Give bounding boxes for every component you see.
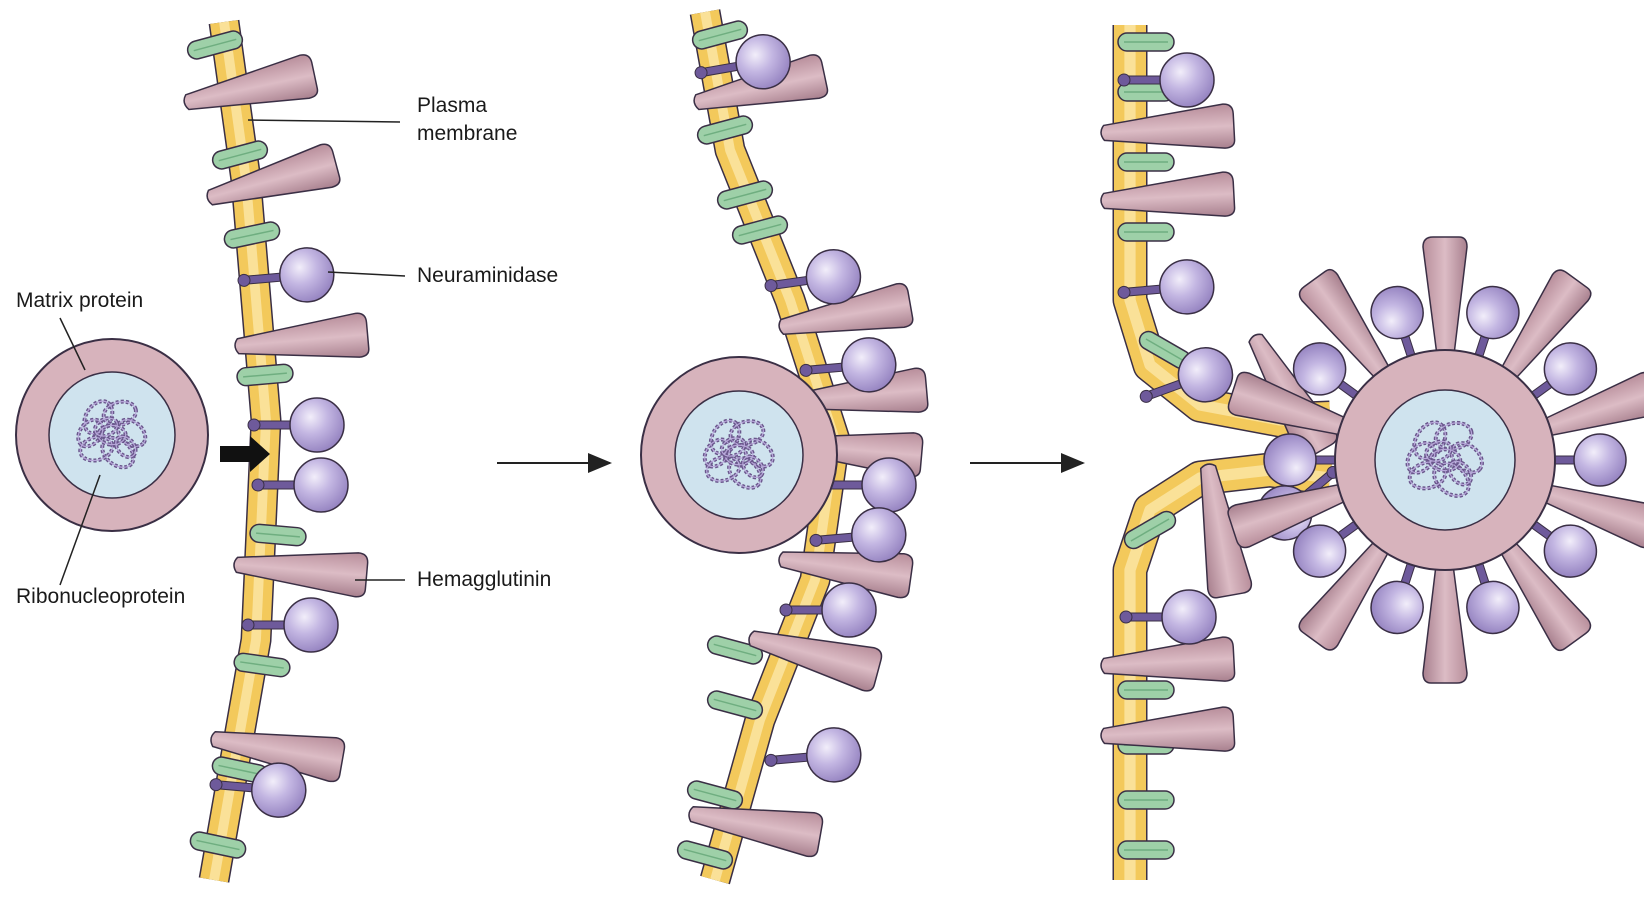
lipid-band bbox=[249, 524, 306, 547]
lipid-band bbox=[1118, 153, 1174, 171]
label-neuraminidase: Neuraminidase bbox=[417, 262, 558, 290]
neuraminidase-head bbox=[294, 458, 348, 512]
virion-core bbox=[49, 372, 175, 498]
stage-release bbox=[1100, 25, 1644, 880]
neuraminidase-head bbox=[1158, 258, 1217, 317]
neuraminidase-anchor bbox=[252, 479, 264, 491]
neuraminidase-head bbox=[1460, 280, 1526, 346]
neuraminidase-head bbox=[862, 458, 916, 512]
neuraminidase-head bbox=[1364, 280, 1430, 346]
neuraminidase-anchor bbox=[1118, 74, 1130, 86]
leader-line-neuraminidase bbox=[328, 272, 405, 276]
hemagglutinin bbox=[1423, 554, 1467, 683]
neuraminidase-anchor bbox=[238, 274, 251, 287]
hemagglutinin-spike bbox=[1423, 554, 1467, 683]
lipid-band bbox=[1118, 681, 1174, 699]
neuraminidase-head bbox=[822, 583, 876, 637]
neuraminidase-anchor bbox=[242, 619, 254, 631]
lipid-band bbox=[1118, 33, 1174, 51]
label-matrix-protein: Matrix protein bbox=[16, 287, 143, 315]
neuraminidase-head bbox=[284, 598, 338, 652]
neuraminidase-head bbox=[1264, 434, 1316, 486]
neuraminidase-head bbox=[1160, 53, 1214, 107]
stage-budding bbox=[641, 12, 928, 880]
neuraminidase-anchor bbox=[1120, 611, 1132, 623]
neuraminidase-head bbox=[290, 398, 344, 452]
neuraminidase-anchor bbox=[1118, 286, 1131, 299]
leader-line-plasma-membrane bbox=[248, 120, 400, 122]
lipid-band bbox=[1118, 841, 1174, 859]
neuraminidase-anchor bbox=[780, 604, 792, 616]
neuraminidase-anchor bbox=[800, 364, 813, 377]
lipid-band bbox=[236, 364, 293, 387]
label-plasma-membrane-line2: membrane bbox=[417, 120, 517, 148]
neuraminidase-head bbox=[1364, 575, 1430, 641]
hemagglutinin-spike bbox=[1423, 237, 1467, 366]
neuraminidase-head bbox=[1460, 575, 1526, 641]
neuraminidase-head bbox=[1162, 590, 1216, 644]
label-plasma-membrane-line1: Plasma bbox=[417, 92, 517, 120]
label-ribonucleoprotein: Ribonucleoprotein bbox=[16, 583, 185, 611]
neuraminidase-anchor bbox=[210, 778, 223, 791]
neuraminidase-anchor bbox=[765, 754, 778, 767]
hemagglutinin bbox=[1423, 237, 1467, 366]
neuraminidase-head bbox=[1574, 434, 1626, 486]
virion-core bbox=[675, 391, 803, 519]
neuraminidase-anchor bbox=[810, 534, 823, 547]
lipid-band bbox=[1118, 791, 1174, 809]
neuraminidase-head bbox=[278, 246, 337, 305]
label-hemagglutinin: Hemagglutinin bbox=[417, 566, 551, 594]
lipid-band bbox=[1118, 223, 1174, 241]
label-plasma-membrane: Plasma membrane bbox=[417, 92, 517, 148]
stage-approach bbox=[16, 22, 369, 880]
neuraminidase-anchor bbox=[248, 419, 260, 431]
neuraminidase-head bbox=[805, 726, 864, 785]
neuraminidase bbox=[763, 726, 863, 788]
